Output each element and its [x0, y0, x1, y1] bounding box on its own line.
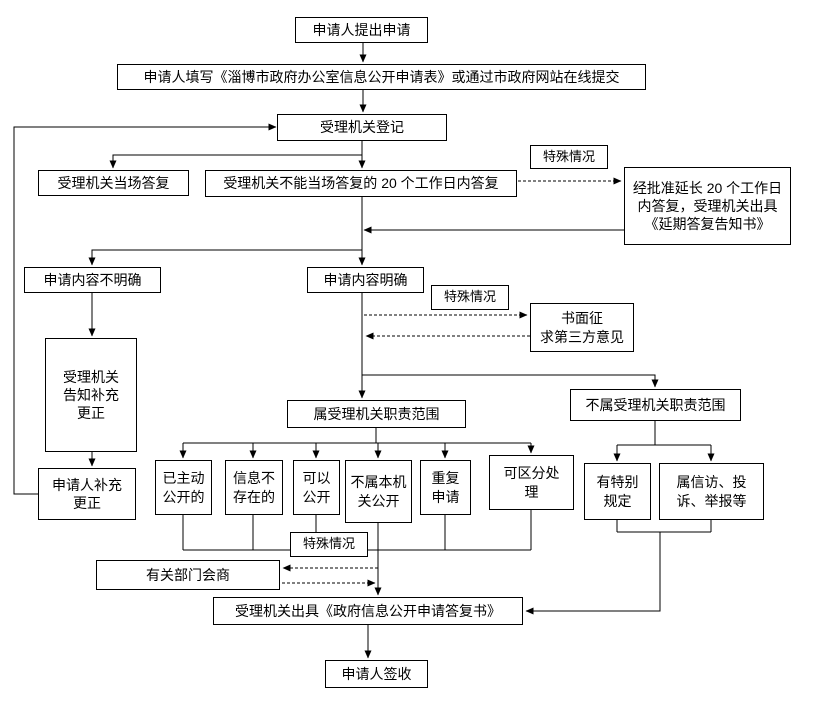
node-issue-reply: 受理机关出具《政府信息公开申请答复书》 [213, 597, 523, 625]
node-submit: 申请人提出申请 [295, 17, 428, 43]
node-content-clear: 申请内容明确 [307, 267, 424, 293]
node-can-disclose: 可以 公开 [293, 460, 340, 515]
node-fill-form: 申请人填写《淄博市政府办公室信息公开申请表》或通过市政府网站在线提交 [117, 64, 646, 90]
node-out-of-scope: 不属受理机关职责范围 [570, 389, 741, 421]
node-register: 受理机关登记 [277, 114, 447, 141]
node-in-scope: 属受理机关职责范围 [287, 400, 466, 428]
node-special-case-3: 特殊情况 [290, 532, 368, 557]
node-not-this-org: 不属本机 关公开 [345, 460, 412, 523]
node-info-not-exist: 信息不 存在的 [225, 460, 283, 515]
node-separable: 可区分处 理 [489, 455, 574, 510]
node-extension: 经批准延长 20 个工作日 内答复，受理机关出具 《延期答复告知书》 [624, 167, 791, 245]
node-content-unclear: 申请内容不明确 [24, 267, 161, 293]
node-dept-consult: 有关部门会商 [96, 560, 280, 590]
node-within-20-days: 受理机关不能当场答复的 20 个工作日内答复 [205, 170, 517, 197]
node-applicant-supplement: 申请人补充 更正 [38, 468, 136, 520]
node-repeated-request: 重复 申请 [420, 460, 471, 515]
node-petition: 属信访、投 诉、举报等 [659, 463, 764, 520]
node-third-party: 书面征 求第三方意见 [530, 303, 634, 352]
node-special-case-2: 特殊情况 [431, 285, 509, 310]
node-onspot-reply: 受理机关当场答复 [38, 170, 189, 196]
node-special-rules: 有特别 规定 [584, 463, 651, 520]
node-already-public: 已主动 公开的 [155, 460, 212, 515]
node-special-case-1: 特殊情况 [530, 145, 608, 169]
node-notify-supplement: 受理机关 告知补充 更正 [45, 338, 137, 452]
node-sign-receipt: 申请人签收 [325, 660, 428, 688]
